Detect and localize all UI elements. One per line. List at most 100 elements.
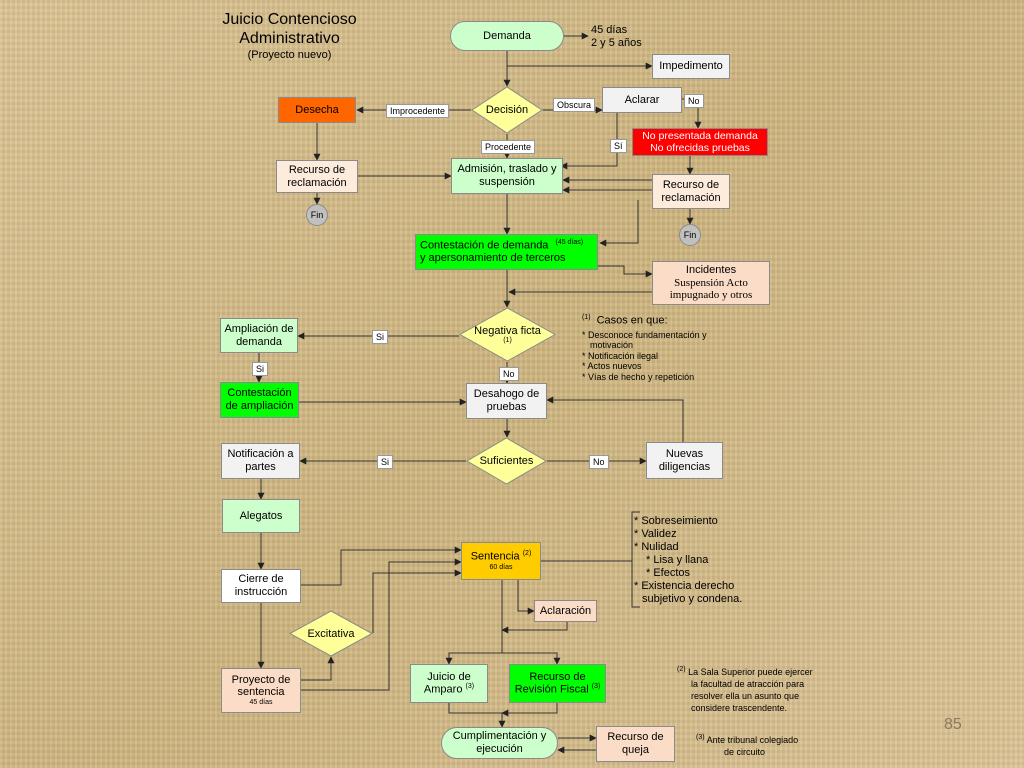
negativa-ficta-label: Negativa ficta (474, 325, 541, 337)
alegatos-label: Alegatos (239, 509, 283, 522)
result-4: * Lisa y llana (646, 554, 709, 566)
revision-label: Revisión Fiscal (514, 683, 589, 696)
aclaracion-label: Aclaración (539, 604, 592, 617)
title-line-2: Administrativo (239, 30, 340, 47)
caso-1: * Desconoce fundamentación y (582, 329, 707, 340)
result-3: * Nulidad (634, 541, 679, 553)
title-line-1: Juicio Contencioso (222, 11, 357, 28)
excitativa-label: Excitativa (307, 627, 355, 640)
fin-right-label: Fin (683, 229, 697, 240)
result-7: subjetivo y condena. (634, 593, 742, 606)
cierre-line-2: instrucción (234, 586, 288, 598)
caso-2: * Notificación ilegal (582, 350, 659, 361)
result-6-text: Existencia derecho (641, 580, 735, 592)
revision-line-1: Recurso de (529, 670, 586, 683)
contestacion-demanda-days: (45 días) (555, 239, 584, 247)
caso-2-text: Notificación ilegal (588, 350, 659, 361)
nota-3-line-1: (3) Ante tribunal colegiado (696, 732, 798, 746)
result-2: * Validez (634, 528, 677, 540)
recurso-reclamacion-right-line-1: Recurso de (662, 178, 720, 191)
casos-note: (1)Casos en que: * Desconoce fundamentac… (582, 311, 707, 382)
nuevas-diligencias-node: Nuevas diligencias (646, 442, 723, 479)
revision-mark: (3) (591, 683, 601, 691)
notificacion-partes-node: Notificación a partes (221, 443, 300, 479)
impedimento-node: Impedimento (652, 54, 730, 79)
caso-3-text: Actos nuevos (587, 361, 642, 372)
nota-2-mark: (2) (677, 666, 686, 673)
proyecto-line-1: Proyecto de (231, 673, 291, 686)
aclarar-node: Aclarar (602, 87, 682, 113)
suficientes-diamond-shape (466, 437, 547, 485)
nota-3: (3) Ante tribunal colegiado de circuito (696, 732, 798, 758)
label-ampliacion-si: Si (252, 362, 269, 376)
negativa-ficta-mark: (1) (503, 337, 512, 344)
notificacion-line-1: Notificación a (227, 448, 294, 461)
label-negativa-no: No (499, 367, 519, 381)
contestacion-ampliacion-node: Contestación de ampliación (220, 382, 299, 418)
result-5-text: Efectos (653, 567, 691, 579)
recurso-reclamacion-right-line-2: reclamación (661, 191, 721, 204)
caso-1b-text: motivación (590, 340, 634, 351)
result-6: * Existencia derecho (634, 580, 735, 592)
no-presentada-line-2: No ofrecidas pruebas (650, 142, 750, 154)
label-suficientes-no: No (589, 455, 609, 469)
amparo-line-2: Amparo (3) (424, 683, 474, 696)
result-7-text: subjetivo y condena. (642, 593, 743, 605)
notificacion-line-2: partes (245, 461, 276, 473)
proyecto-days: 45 días (249, 699, 273, 707)
casos-header: (1)Casos en que: (582, 311, 707, 328)
label-aclarar-no: No (684, 94, 704, 108)
queja-line-1: Recurso de (607, 731, 664, 744)
contestacion-demanda-line-1: Contestación de demanda (45 días) (420, 239, 583, 252)
proyecto-line-2: sentencia (237, 686, 285, 699)
sentencia-mark: (2) (522, 550, 532, 558)
nota-2-line-1: (2) La Sala Superior puede ejercer (677, 664, 813, 678)
negativa-ficta-diamond-shape (459, 307, 556, 362)
alegatos-node: Alegatos (222, 499, 300, 533)
result-1: * Sobreseimiento (634, 515, 718, 527)
recurso-queja-node: Recurso de queja (596, 726, 675, 762)
excitativa-diamond: Excitativa (289, 610, 373, 657)
desahogo-line-1: Desahogo de (473, 388, 540, 401)
caso-4-text: Vías de hecho y repetición (588, 371, 695, 382)
caso-4: * Vías de hecho y repetición (582, 371, 695, 382)
result-1-text: Sobreseimiento (641, 515, 718, 527)
contestacion-ampliacion-line-1: Contestación (227, 387, 292, 400)
proyecto-sentencia-node: Proyecto de sentencia 45 días (221, 668, 301, 713)
ampliacion-demanda-node: Ampliación de demanda (220, 318, 298, 353)
plazos-line-2: 2 y 5 años (591, 37, 642, 49)
nota-2-line-2: la facultad de atracción para (691, 679, 805, 689)
incidentes-line-3: impugnado y otros (669, 289, 753, 302)
desahogo-pruebas-node: Desahogo de pruebas (466, 383, 547, 419)
title-subtitle: (Proyecto nuevo) (247, 49, 332, 61)
suficientes-diamond: Suficientes (466, 437, 547, 485)
revision-line-2: Revisión Fiscal (3) (515, 683, 601, 696)
desecha-node: Desecha (278, 97, 356, 123)
nota-3-mark: (3) (696, 734, 705, 741)
ampliacion-line-1: Ampliación de (224, 322, 294, 335)
cumplimentacion-line-1: Cumplimentación y (452, 730, 547, 743)
sentencia-node: Sentencia (2) 60 días (461, 542, 541, 580)
result-3-text: Nulidad (641, 541, 679, 553)
contestacion-demanda-label: Contestación de demanda (420, 239, 549, 252)
plazos-line-1: 45 días (591, 24, 628, 36)
label-obscura: Obscura (553, 98, 596, 112)
caso-1b: motivación (582, 340, 707, 351)
nota-2-line-3: resolver ella un asunto que (691, 691, 800, 701)
result-4-text: Lisa y llana (653, 554, 709, 566)
desecha-label: Desecha (295, 103, 339, 116)
fin-left-circle: Fin (306, 204, 328, 226)
incidentes-node: Incidentes Suspensión Acto impugnado y o… (652, 261, 770, 305)
queja-line-2: queja (622, 744, 649, 756)
label-aclarar-si: Sí (610, 139, 627, 153)
contestacion-ampliacion-line-2: de ampliación (225, 400, 294, 412)
label-suficientes-si: Si (377, 455, 394, 469)
casos-title: Casos en que: (596, 314, 668, 327)
sentencia-label: Sentencia (470, 550, 520, 563)
cierre-line-1: Cierre de (238, 573, 284, 586)
incidentes-line-1: Incidentes (685, 264, 737, 277)
nuevas-line-1: Nuevas (665, 447, 704, 460)
excitativa-diamond-shape (289, 610, 373, 657)
nota-3-line-2: de circuito (724, 747, 766, 757)
